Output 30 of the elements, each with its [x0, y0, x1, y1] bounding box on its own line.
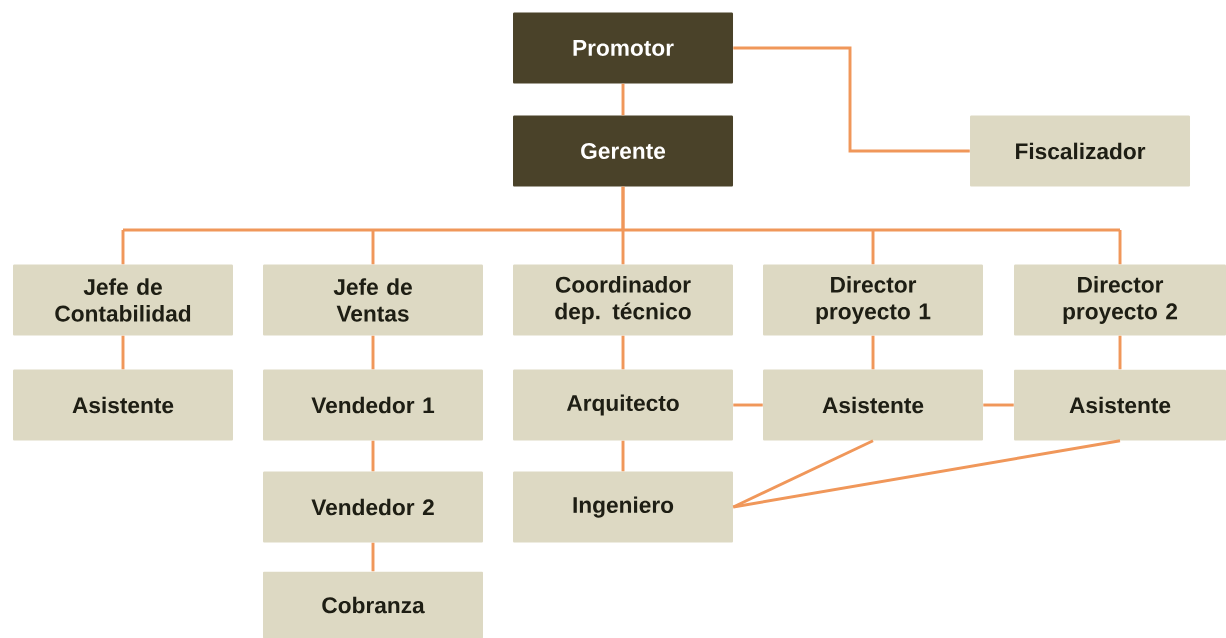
connector-line [871, 335, 875, 370]
role-box: Cobranza [263, 571, 483, 638]
role-box: Asistente [763, 369, 983, 441]
connector-line [371, 440, 375, 472]
role-box: Fiscalizador [970, 115, 1190, 187]
connector-line [371, 335, 375, 370]
connector-line [621, 186, 625, 265]
connector-line [1118, 335, 1122, 370]
role-box: Jefe de Contabilidad [13, 264, 233, 336]
role-box: Director proyecto 2 [1014, 264, 1226, 336]
connector-line [733, 46, 970, 153]
role-box: Vendedor 1 [263, 369, 483, 441]
connector-line [621, 83, 625, 116]
connector-line [983, 403, 1014, 407]
connector-line [371, 542, 375, 572]
role-box: Asistente [1014, 369, 1226, 441]
connector-line [733, 439, 1121, 509]
role-box: Jefe de Ventas [263, 264, 483, 336]
connector-line [733, 403, 763, 407]
role-box: Arquitecto [513, 369, 733, 441]
role-box: Ingeniero [513, 471, 733, 543]
connector-line [121, 335, 125, 370]
role-box: Vendedor 2 [263, 471, 483, 543]
connector-line [621, 335, 625, 370]
manager-box: Gerente [513, 115, 733, 187]
connector-line [621, 440, 625, 472]
role-box: Director proyecto 1 [763, 264, 983, 336]
role-box: Coordinador dep. técnico [513, 264, 733, 336]
role-box: Asistente [13, 369, 233, 441]
manager-box: Promotor [513, 12, 733, 84]
